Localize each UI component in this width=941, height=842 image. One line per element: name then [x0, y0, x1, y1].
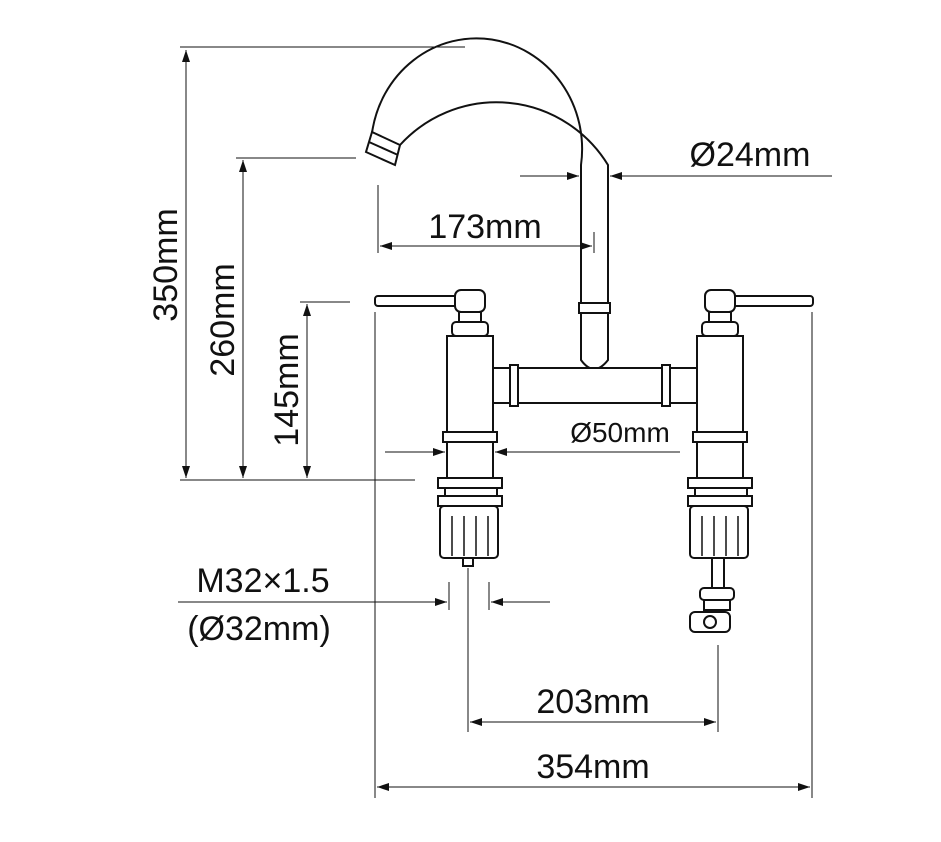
label-bridge-diameter: Ø50mm [570, 417, 670, 448]
faucet-body [364, 37, 814, 633]
label-handle-height: 145mm [268, 333, 306, 446]
left-valve [374, 289, 503, 567]
label-spout-diameter: Ø24mm [690, 136, 811, 174]
spout [371, 37, 609, 305]
dimension-labels: 350mm 260mm 145mm 173mm Ø24mm Ø50mm M32×… [147, 136, 810, 786]
label-thread-size: M32×1.5 [196, 562, 329, 600]
label-spout-height: 260mm [204, 263, 242, 376]
label-spout-reach: 173mm [428, 208, 541, 246]
label-centers: 203mm [536, 683, 649, 721]
spout-collar [578, 302, 611, 314]
label-overall-width: 354mm [536, 748, 649, 786]
right-valve [687, 289, 814, 633]
label-thread-diameter: (Ø32mm) [187, 610, 331, 648]
dimension-lines [178, 46, 832, 798]
label-total-height: 350mm [147, 208, 185, 321]
